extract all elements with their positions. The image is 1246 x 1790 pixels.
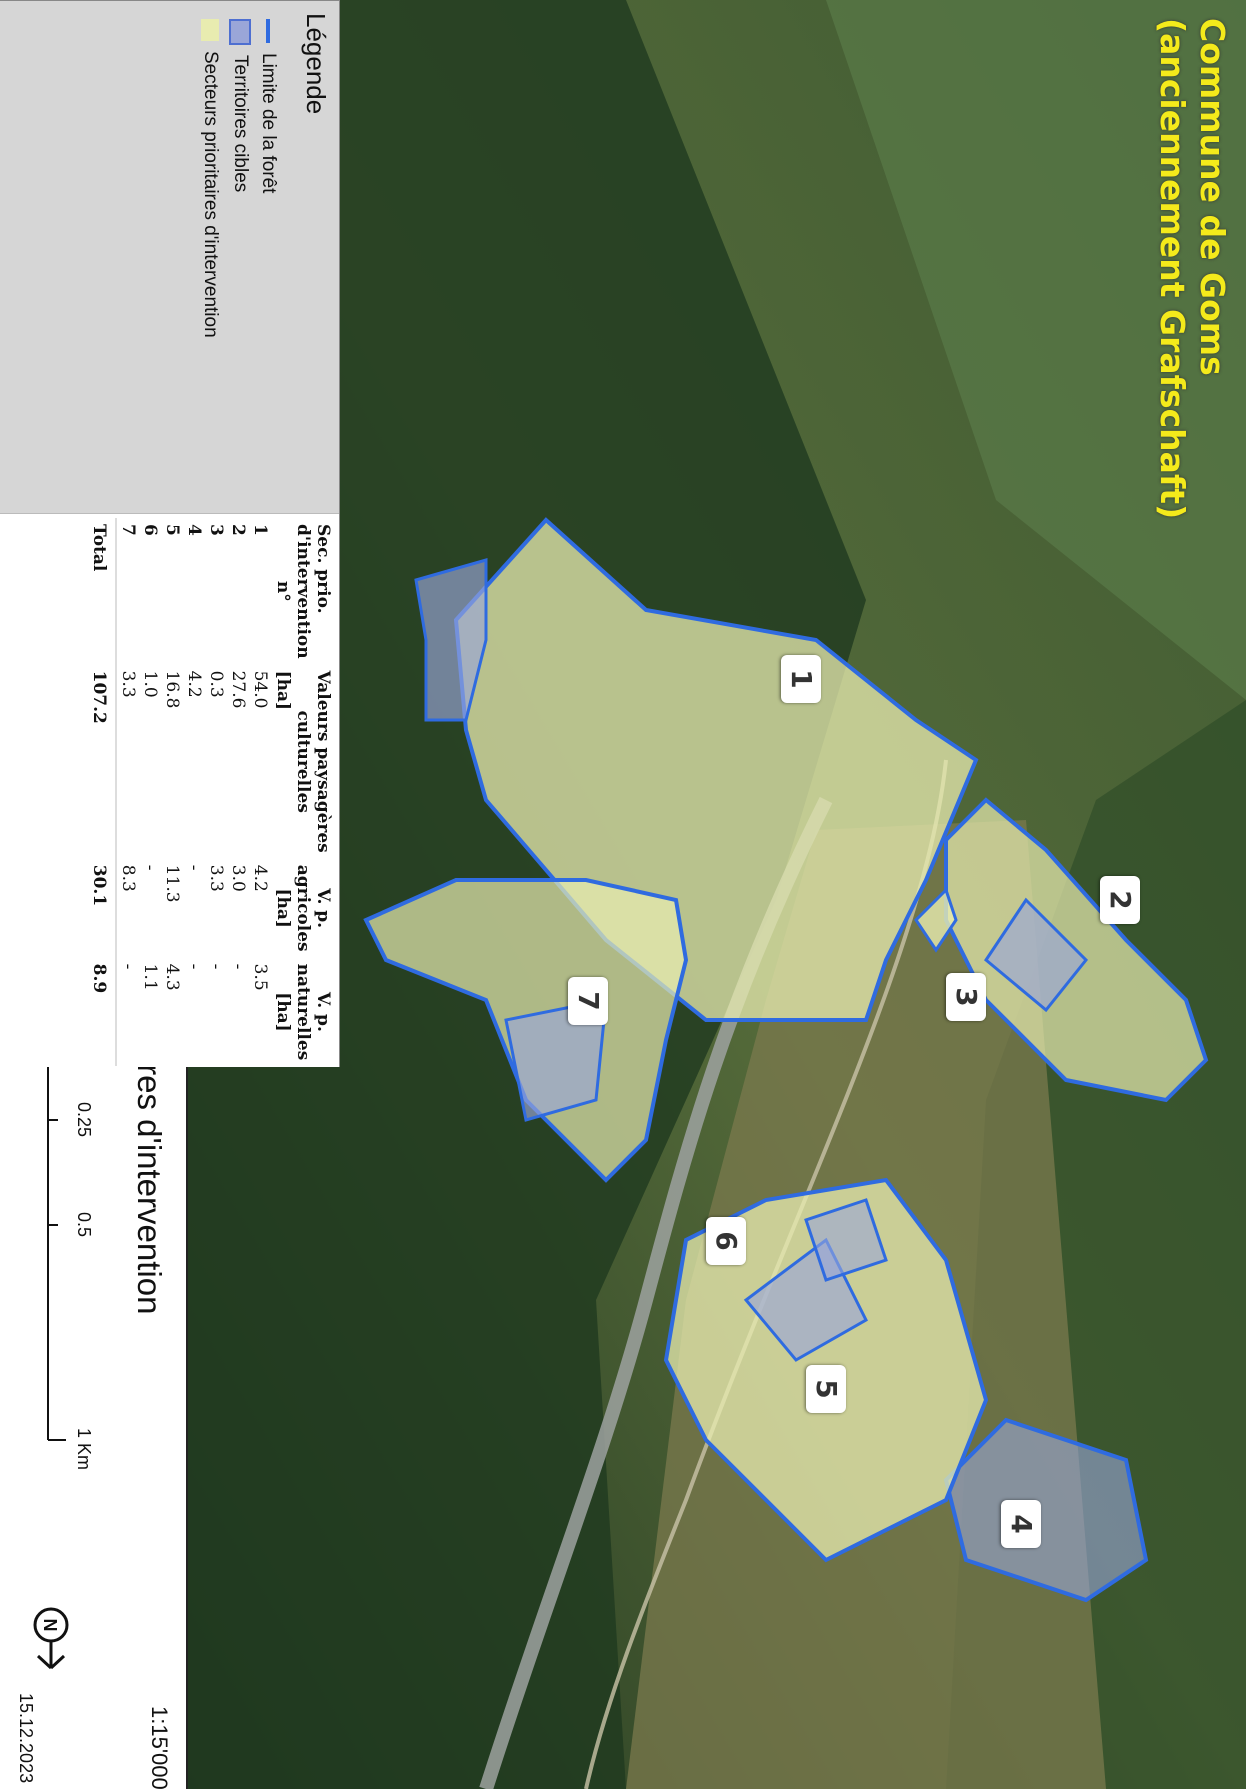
sector-6-polygon [804, 1198, 888, 1282]
sector-2-target-area [984, 897, 1089, 1013]
scale-bar [47, 1009, 66, 1441]
sector-label-4[interactable]: 4 [1001, 1500, 1041, 1548]
scale-ratio: 1:15'000 [147, 1706, 172, 1790]
sector-label-3[interactable]: 3 [946, 973, 986, 1021]
scale-label-05: 0.5 [74, 1212, 94, 1238]
scale-label-1km: 1 Km [74, 1428, 94, 1471]
sector-label-1[interactable]: 1 [781, 655, 821, 703]
sector-label-7[interactable]: 7 [568, 977, 608, 1025]
aerial-map[interactable]: Commune de Goms (anciennement Grafschaft… [186, 0, 1246, 1789]
map-title-overlay: Commune de Goms (anciennement Grafschaft… [1152, 18, 1232, 519]
aerial-imagery [188, 0, 1246, 1789]
info-strip: Carte 3: Secteurs prioritaires d'interve… [0, 0, 186, 1790]
map-date: 15.12.2023 [16, 1693, 36, 1784]
sector-4-polygon [943, 1417, 1149, 1603]
sector-7-target-area [504, 998, 608, 1122]
commune-former-name: (anciennement Grafschaft) [1153, 18, 1192, 520]
sector-label-2[interactable]: 2 [1100, 876, 1140, 924]
sector-label-6[interactable]: 6 [706, 1217, 746, 1265]
scale-label-0: 0 [74, 1005, 94, 1016]
scale-label-025: 0.25 [74, 1102, 94, 1138]
north-letter: N [40, 1619, 60, 1632]
commune-name: Commune de Goms [1193, 18, 1232, 376]
sector-1-target-area [414, 558, 488, 722]
north-arrow-icon: N [33, 1607, 69, 1670]
sector-3-polygon [914, 887, 958, 953]
map-title: Carte 3: Secteurs prioritaires d'interve… [131, 690, 168, 1315]
sector-label-5[interactable]: 5 [806, 1365, 846, 1413]
